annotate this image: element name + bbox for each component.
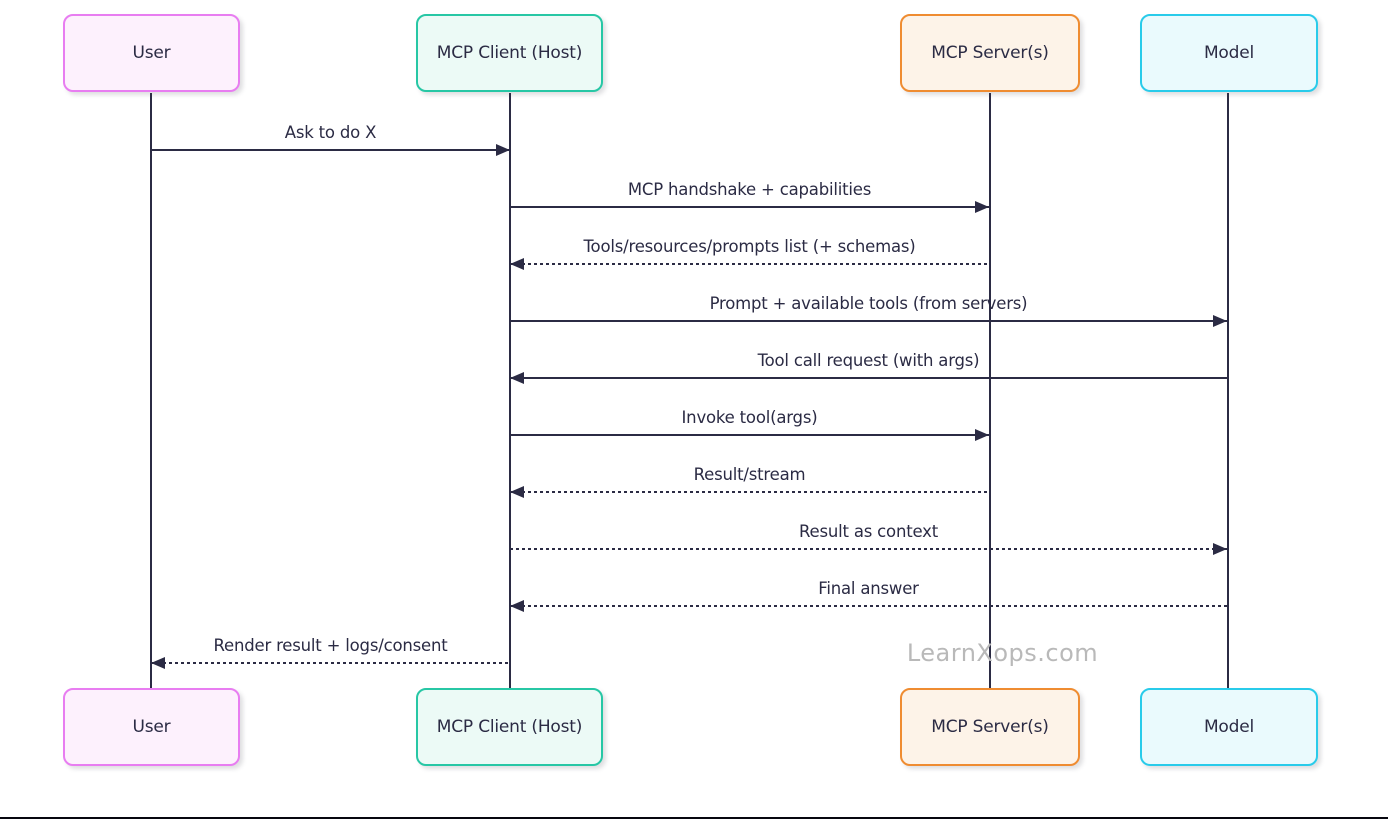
message-line [151, 662, 510, 664]
actor-label-user: User [132, 717, 171, 737]
actor-box-mcp-client-top: MCP Client (Host) [416, 14, 603, 92]
actor-box-user-bottom: User [63, 688, 240, 766]
arrowhead-left-icon [510, 258, 524, 270]
arrowhead-left-icon [510, 372, 524, 384]
actor-box-mcp-client-bottom: MCP Client (Host) [416, 688, 603, 766]
lifeline-mcp-server [989, 93, 991, 688]
message-label: Render result + logs/consent [213, 636, 448, 655]
actor-box-model-top: Model [1140, 14, 1318, 92]
actor-box-user-top: User [63, 14, 240, 92]
message-result-stream: Result/stream [510, 452, 989, 498]
message-ask-to-do-x: Ask to do X [151, 110, 510, 156]
arrowhead-left-icon [510, 486, 524, 498]
actor-label-model: Model [1203, 717, 1255, 737]
message-line [510, 320, 1227, 322]
message-label: Final answer [818, 579, 919, 598]
message-invoke-tool: Invoke tool(args) [510, 395, 989, 441]
message-label: Result as context [799, 522, 938, 541]
arrowhead-right-icon [1213, 315, 1227, 327]
actor-label-user: User [132, 43, 171, 63]
lifeline-user [150, 93, 152, 688]
arrowhead-left-icon [151, 657, 165, 669]
message-label: Prompt + available tools (from servers) [709, 294, 1028, 313]
message-line [510, 491, 989, 493]
arrowhead-right-icon [1213, 543, 1227, 555]
lifeline-model [1227, 93, 1229, 688]
arrowhead-left-icon [510, 600, 524, 612]
bottom-divider [0, 817, 1388, 819]
message-render-result-logs-consent: Render result + logs/consent [151, 623, 510, 669]
watermark: LearnXops.com [906, 639, 1099, 667]
message-label: Invoke tool(args) [681, 408, 818, 427]
message-line [510, 206, 989, 208]
message-line [151, 149, 510, 151]
actor-box-mcp-server-bottom: MCP Server(s) [900, 688, 1080, 766]
message-line [510, 377, 1227, 379]
message-label: Ask to do X [284, 123, 377, 142]
actor-label-mcp-client: MCP Client (Host) [436, 43, 583, 63]
message-line [510, 548, 1227, 550]
message-mcp-handshake: MCP handshake + capabilities [510, 167, 989, 213]
message-result-as-context: Result as context [510, 509, 1227, 555]
actor-label-model: Model [1203, 43, 1255, 63]
message-label: MCP handshake + capabilities [627, 180, 872, 199]
actor-box-mcp-server-top: MCP Server(s) [900, 14, 1080, 92]
actor-label-mcp-server: MCP Server(s) [931, 717, 1049, 737]
actor-box-model-bottom: Model [1140, 688, 1318, 766]
message-line [510, 263, 989, 265]
arrowhead-right-icon [496, 144, 510, 156]
actor-label-mcp-server: MCP Server(s) [931, 43, 1049, 63]
message-label: Tool call request (with args) [757, 351, 980, 370]
actor-label-mcp-client: MCP Client (Host) [436, 717, 583, 737]
message-line [510, 434, 989, 436]
message-tool-call-request: Tool call request (with args) [510, 338, 1227, 384]
arrowhead-right-icon [975, 201, 989, 213]
message-line [510, 605, 1227, 607]
message-label: Result/stream [693, 465, 806, 484]
arrowhead-right-icon [975, 429, 989, 441]
message-prompt-plus-available-tools: Prompt + available tools (from servers) [510, 281, 1227, 327]
lifeline-mcp-client [509, 93, 511, 688]
message-label: Tools/resources/prompts list (+ schemas) [583, 237, 916, 256]
message-final-answer: Final answer [510, 566, 1227, 612]
message-tools-resources-prompts-list: Tools/resources/prompts list (+ schemas) [510, 224, 989, 270]
